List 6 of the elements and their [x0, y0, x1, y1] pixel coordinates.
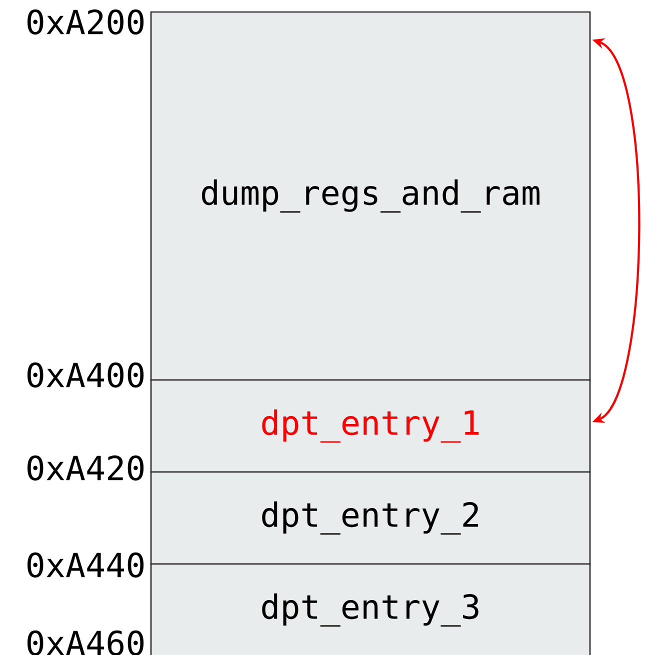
memory-region-box: dpt_entry_2 — [150, 471, 591, 565]
address-label: 0xA400 — [28, 362, 144, 388]
memory-region-box: dpt_entry_3 — [150, 563, 591, 655]
address-label: 0xA440 — [28, 552, 144, 578]
address-label: 0xA420 — [28, 455, 144, 481]
memory-region-box: dpt_entry_1 — [150, 379, 591, 473]
